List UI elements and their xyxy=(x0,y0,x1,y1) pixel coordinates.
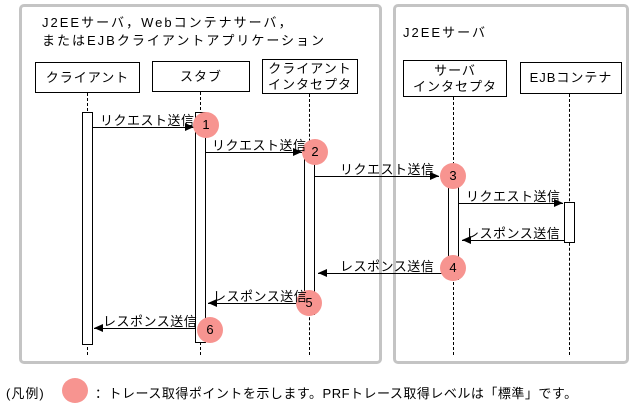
message-4-line xyxy=(459,203,563,204)
actor-client-interceptor-box: クライアント インタセプタ xyxy=(262,59,358,94)
message-6-line xyxy=(318,273,448,274)
actor-ejb-container-box: EJBコンテナ xyxy=(520,62,622,94)
left-group-title: J2EEサーバ，Webコンテナサーバ， またはEJBクライアントアプリケーション xyxy=(42,14,326,50)
trace-point-4: 4 xyxy=(440,255,466,281)
actor-stub-box: スタブ xyxy=(152,61,250,92)
message-5-line xyxy=(462,240,565,241)
message-5-arrowhead xyxy=(462,236,471,244)
left-group-box xyxy=(19,4,382,364)
actor-server-interceptor-label-line1: サーバ xyxy=(434,62,476,78)
message-3-label: リクエスト送信 xyxy=(340,162,435,177)
message-4-label: リクエスト送信 xyxy=(466,189,561,204)
trace-point-1: 1 xyxy=(193,112,219,138)
message-8-arrowhead xyxy=(94,324,103,332)
legend-trace-point-icon xyxy=(62,378,88,403)
trace-point-2: 2 xyxy=(302,139,328,165)
activation-stub xyxy=(195,112,206,343)
message-1-arrowhead xyxy=(185,123,194,131)
message-8-line xyxy=(94,328,196,329)
right-group-box xyxy=(393,4,629,364)
left-group-title-line1: J2EEサーバ，Webコンテナサーバ， xyxy=(42,15,294,30)
activation-client xyxy=(82,112,93,345)
message-5-label: レスポンス送信 xyxy=(466,226,561,241)
activation-ejb-container xyxy=(564,202,575,243)
actor-client-interceptor-label-line2: インタセプタ xyxy=(267,76,352,92)
left-group-title-line2: またはEJBクライアントアプリケーション xyxy=(42,33,327,48)
actor-stub-label: スタブ xyxy=(179,68,222,84)
message-4-arrowhead xyxy=(554,199,563,207)
trace-point-6: 6 xyxy=(197,317,223,343)
message-2-line xyxy=(206,152,302,153)
message-7-line xyxy=(208,303,300,304)
actor-server-interceptor-label-line2: インタセプタ xyxy=(412,78,497,94)
message-3-line xyxy=(315,176,439,177)
message-1-line xyxy=(93,127,194,128)
message-1-label: リクエスト送信 xyxy=(100,113,195,128)
message-8-label: レスポンス送信 xyxy=(103,314,198,329)
trace-point-3: 3 xyxy=(440,163,466,189)
trace-point-5: 5 xyxy=(296,290,322,316)
message-3-arrowhead xyxy=(430,172,439,180)
actor-client-label: クライアント xyxy=(45,69,130,85)
legend-text: ：トレース取得ポイントを示します。PRFトレース取得レベルは「標準」です。 xyxy=(95,386,578,401)
message-2-label: リクエスト送信 xyxy=(212,138,307,153)
message-6-label: レスポンス送信 xyxy=(340,259,435,274)
right-group-title: J2EEサーバ xyxy=(403,25,487,40)
message-7-label: レスポンス送信 xyxy=(213,289,308,304)
legend-label: (凡例) xyxy=(6,386,45,401)
actor-ejb-container-label: EJBコンテナ xyxy=(529,70,613,85)
actor-client-box: クライアント xyxy=(35,62,140,93)
message-7-arrowhead xyxy=(208,299,217,307)
actor-client-interceptor-label-line1: クライアント xyxy=(268,60,352,76)
message-2-arrowhead xyxy=(293,148,302,156)
actor-server-interceptor-box: サーバ インタセプタ xyxy=(403,60,507,97)
message-6-arrowhead xyxy=(318,269,327,277)
